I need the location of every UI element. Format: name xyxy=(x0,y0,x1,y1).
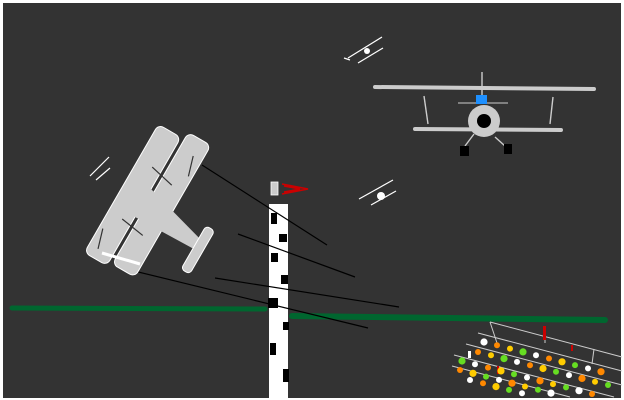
spectator xyxy=(578,374,586,382)
spectator xyxy=(535,386,541,393)
flag-icon xyxy=(270,181,309,196)
spectator xyxy=(533,352,539,359)
spectator xyxy=(553,368,559,375)
spectator xyxy=(589,391,595,397)
spectator xyxy=(500,355,508,363)
spectator xyxy=(558,358,566,366)
stunt-plane[interactable] xyxy=(84,117,250,303)
grandstand-crowd-icon xyxy=(451,321,623,398)
spectator xyxy=(522,383,528,390)
spectator xyxy=(511,371,517,378)
biplane-icon xyxy=(343,36,384,64)
biplane-icon xyxy=(373,72,596,156)
spectator xyxy=(519,348,527,356)
spectator xyxy=(519,390,525,397)
ground-strip xyxy=(9,305,608,323)
distant-plane-2[interactable] xyxy=(358,179,397,206)
spectator xyxy=(507,345,513,352)
spectator xyxy=(480,338,488,346)
spectator xyxy=(506,386,512,393)
guide-lines xyxy=(121,164,400,329)
spectator xyxy=(467,377,473,383)
biplane-icon xyxy=(358,179,397,206)
spectator xyxy=(475,349,481,355)
opponent-plane[interactable] xyxy=(373,72,596,156)
spectator xyxy=(494,342,500,349)
sky-background xyxy=(3,3,621,398)
spectator xyxy=(585,365,591,372)
spectator xyxy=(483,373,489,380)
spectator xyxy=(457,367,463,373)
spectator xyxy=(492,383,500,391)
spectator xyxy=(566,372,572,379)
spectator xyxy=(527,362,533,369)
spectator xyxy=(575,387,583,395)
spectator xyxy=(488,352,494,359)
spectator xyxy=(592,378,598,385)
spectator xyxy=(597,368,605,376)
spectator xyxy=(458,357,466,365)
spectator xyxy=(550,381,556,388)
spectator xyxy=(514,358,520,365)
spectator xyxy=(485,364,491,371)
spectator xyxy=(547,389,555,397)
spectator xyxy=(546,355,552,362)
spectator xyxy=(480,380,486,387)
spectator xyxy=(508,379,516,387)
spectator xyxy=(496,376,502,383)
biplane-icon xyxy=(86,126,214,276)
spectator xyxy=(605,382,611,388)
spectator xyxy=(524,374,530,381)
spectator xyxy=(572,362,578,369)
distant-plane-1[interactable] xyxy=(343,36,384,64)
spectator xyxy=(497,367,505,375)
pylon-tower-icon xyxy=(268,204,289,398)
spectator xyxy=(563,384,569,391)
spectator xyxy=(469,369,477,377)
spectator xyxy=(539,364,547,373)
spectator xyxy=(472,361,478,368)
spectator xyxy=(536,377,544,385)
